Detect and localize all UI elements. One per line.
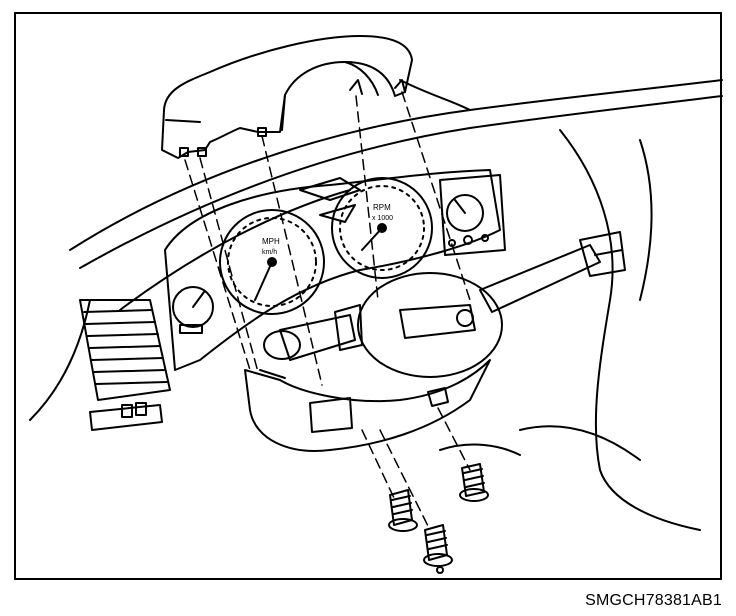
lower-column-cover — [244, 359, 491, 452]
speedometer-unit-label: MPH — [262, 237, 280, 246]
speedometer-unit-label-2: km/h — [262, 249, 277, 256]
tachometer: RPM x 1000 — [331, 177, 433, 279]
tachometer-scale-label: x 1000 — [372, 215, 393, 222]
screw-left — [388, 489, 418, 532]
instrument-cluster — [164, 169, 501, 371]
figure-code: SMGCH78381AB1 — [585, 592, 722, 609]
steering-column — [263, 272, 503, 378]
speedometer: MPH km/h — [219, 209, 325, 315]
temperature-gauge — [439, 174, 506, 256]
fuel-gauge — [172, 286, 214, 334]
upper-column-cover — [161, 35, 413, 159]
figure-frame — [14, 12, 722, 580]
lower-dash — [439, 425, 641, 461]
air-vent — [79, 299, 171, 431]
tachometer-unit-label: RPM — [373, 203, 391, 212]
dashboard-outline — [29, 79, 723, 531]
turn-signal-lever — [479, 231, 626, 313]
screw-right — [459, 463, 489, 502]
assembly-lines — [184, 91, 471, 531]
screw-middle — [423, 524, 453, 574]
